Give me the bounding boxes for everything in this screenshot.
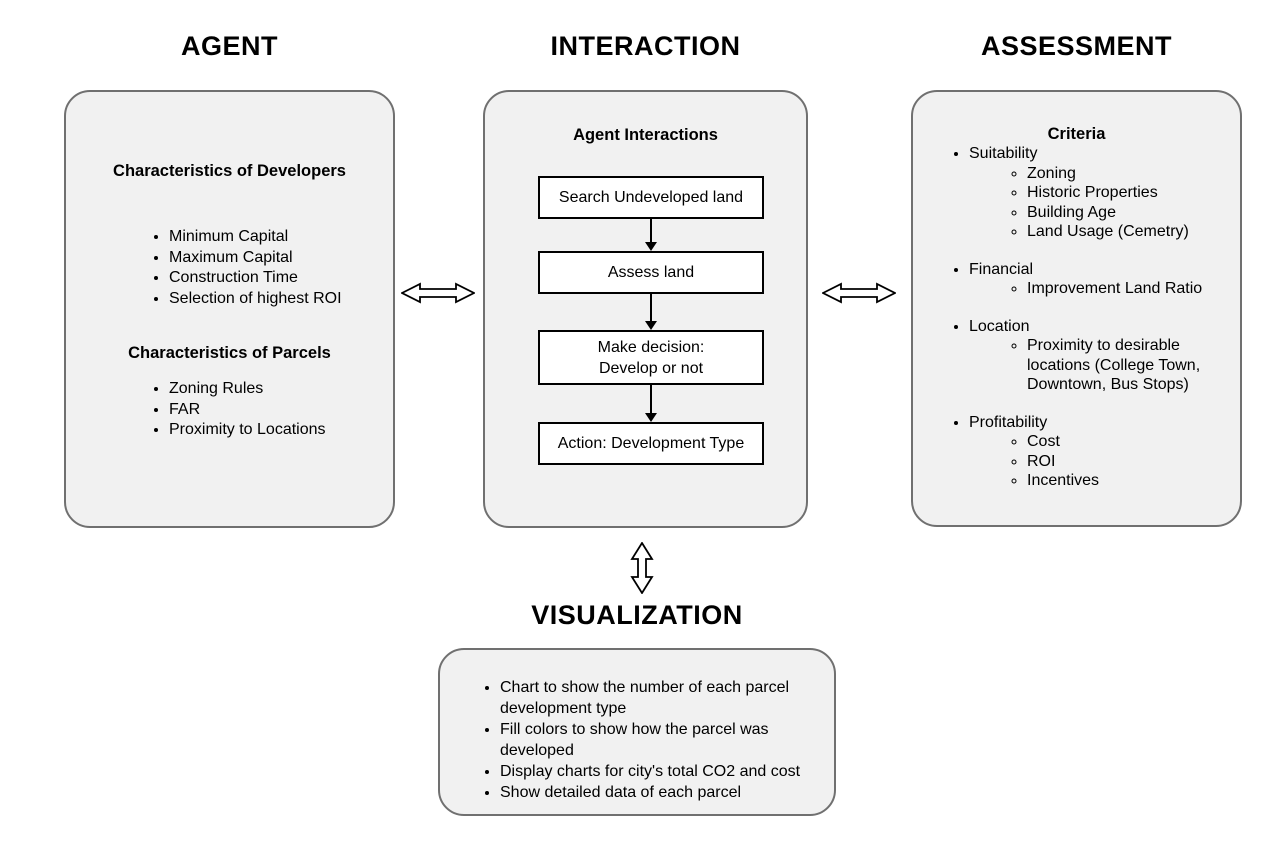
flow-step-assess-land: Assess land	[538, 251, 764, 294]
agent-parcels-heading: Characteristics of Parcels	[128, 344, 331, 362]
criteria-label: Suitability	[969, 145, 1038, 162]
assessment-criteria-heading: Criteria	[1047, 125, 1106, 143]
criteria-group: Location Proximity to desirable location…	[969, 317, 1230, 395]
criteria-label: Financial	[969, 260, 1034, 278]
criteria-group: Profitability Cost ROI Incentives	[969, 413, 1230, 491]
agent-developers-list: Minimum Capital Maximum Capital Construc…	[149, 227, 389, 310]
flow-down-arrow-icon	[644, 294, 657, 330]
list-item: Zoning Rules	[169, 379, 389, 400]
list-item: FAR	[169, 400, 389, 421]
criteria-sub-item: Zoning	[1027, 164, 1230, 184]
visualization-list: Chart to show the number of each parcel …	[480, 677, 812, 803]
agent-developers-heading: Characteristics of Developers	[113, 162, 346, 180]
interaction-panel: Agent Interactions Search Undeveloped la…	[483, 90, 808, 528]
criteria-group: Suitability Zoning Historic Properties B…	[969, 144, 1230, 242]
list-item: Fill colors to show how the parcel was d…	[500, 719, 812, 761]
criteria-sub-item: Building Age	[1027, 203, 1230, 223]
criteria-label: Profitability	[969, 413, 1048, 431]
list-item: Display charts for city's total CO2 and …	[500, 761, 812, 782]
criteria-sub-item: Incentives	[1027, 471, 1230, 491]
agent-section-title: AGENT	[181, 31, 278, 61]
list-item: Show detailed data of each parcel	[500, 782, 812, 803]
interaction-assessment-double-arrow-icon	[822, 282, 896, 304]
list-item: Chart to show the number of each parcel …	[500, 677, 812, 719]
criteria-sub-item: Cost	[1027, 432, 1230, 452]
agent-panel: Characteristics of Developers Minimum Ca…	[64, 90, 395, 528]
list-item: Maximum Capital	[169, 248, 389, 269]
criteria-label: Location	[969, 317, 1030, 335]
list-item: Minimum Capital	[169, 227, 389, 248]
criteria-group: Financial Improvement Land Ratio	[969, 260, 1230, 299]
list-item: Construction Time	[169, 268, 389, 289]
assessment-criteria-list: Suitability Zoning Historic Properties B…	[949, 144, 1230, 491]
visualization-panel: Chart to show the number of each parcel …	[438, 648, 836, 816]
agent-parcels-list: Zoning Rules FAR Proximity to Locations	[149, 379, 389, 441]
flow-step-make-decision: Make decision: Develop or not	[538, 330, 764, 385]
agent-interaction-double-arrow-icon	[401, 282, 475, 304]
criteria-sub-item: Land Usage (Cemetry)	[1027, 222, 1230, 242]
list-item: Selection of highest ROI	[169, 289, 389, 310]
flow-step-search-land: Search Undeveloped land	[538, 176, 764, 219]
criteria-sub-item: ROI	[1027, 452, 1230, 472]
criteria-sub-item: Improvement Land Ratio	[1027, 279, 1230, 299]
flow-step-action-development-type: Action: Development Type	[538, 422, 764, 465]
flow-down-arrow-icon	[644, 219, 657, 251]
assessment-panel: Criteria Suitability Zoning Historic Pro…	[911, 90, 1242, 527]
criteria-sub-item: Proximity to desirable locations (Colleg…	[1027, 336, 1230, 395]
interaction-heading: Agent Interactions	[573, 126, 718, 144]
visualization-section-title: VISUALIZATION	[531, 600, 743, 630]
assessment-section-title: ASSESSMENT	[980, 31, 1173, 61]
interaction-visualization-double-arrow-icon	[630, 542, 654, 594]
flow-down-arrow-icon	[644, 385, 657, 422]
list-item: Proximity to Locations	[169, 420, 389, 441]
criteria-sub-item: Historic Properties	[1027, 183, 1230, 203]
interaction-section-title: INTERACTION	[550, 31, 741, 61]
